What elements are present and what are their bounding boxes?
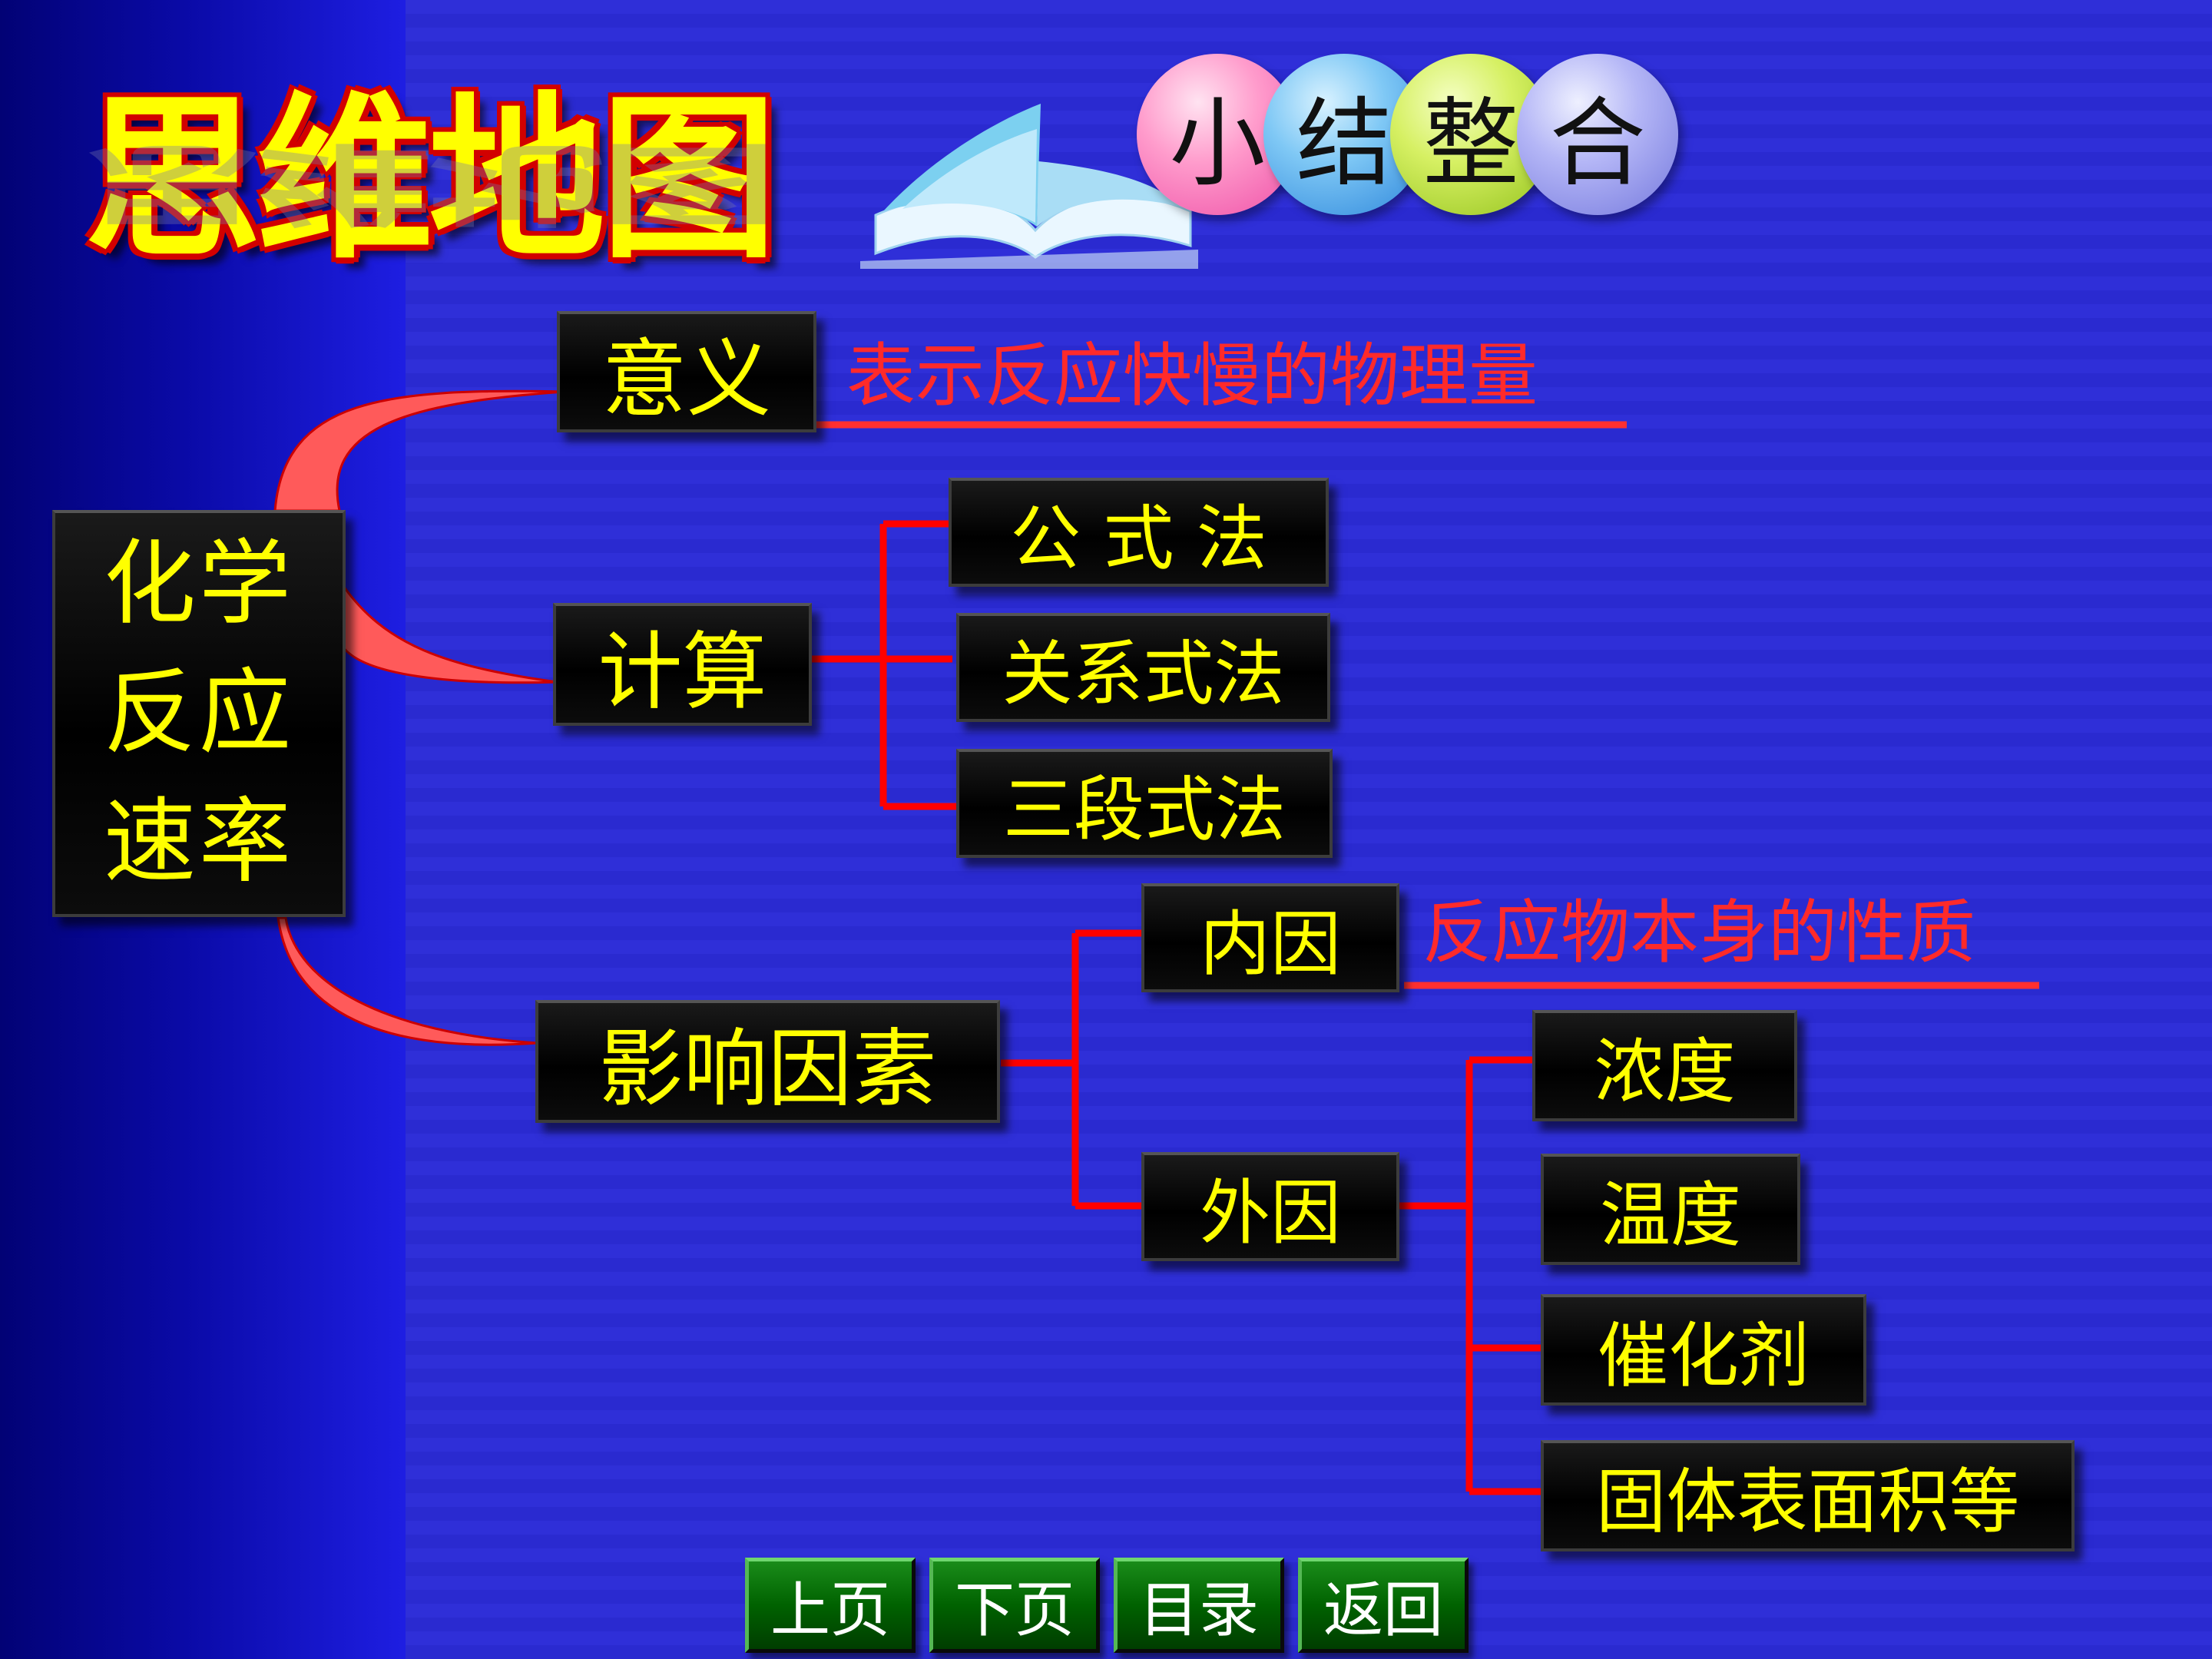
summary-badge: 小 结 整 合	[1137, 54, 1678, 223]
curve-root-to-calculation	[340, 580, 558, 684]
node-external-factor: 催化剂	[1541, 1294, 1866, 1406]
open-book-icon	[860, 104, 1198, 269]
node-external-factor: 固体表面积等	[1541, 1440, 2075, 1551]
contents-button[interactable]: 目录	[1114, 1558, 1284, 1653]
node-internal: 内因	[1141, 883, 1399, 992]
badge-ball: 合	[1517, 54, 1678, 215]
node-external-factor: 温度	[1541, 1154, 1800, 1265]
node-calc-method: 三段式法	[956, 749, 1333, 858]
node-calculation: 计算	[553, 603, 812, 726]
badge-ball: 整	[1390, 54, 1551, 215]
node-meaning: 意义	[557, 311, 816, 432]
curve-root-to-factors	[276, 916, 538, 1046]
node-external: 外因	[1141, 1152, 1399, 1261]
node-calc-method: 关系式法	[956, 613, 1330, 722]
node-external-factor: 浓度	[1532, 1010, 1797, 1121]
page-title: 思维地图	[84, 78, 777, 283]
meaning-description: 表示反应快慢的物理量	[846, 336, 1538, 416]
next-page-button[interactable]: 下页	[929, 1558, 1100, 1653]
page-title-reflection: 思维地图	[84, 131, 773, 234]
node-calc-method: 公 式 法	[949, 478, 1329, 587]
root-node: 化学反应速率	[52, 510, 346, 917]
return-button[interactable]: 返回	[1298, 1558, 1469, 1653]
node-factors: 影响因素	[535, 1000, 1000, 1123]
internal-description: 反应物本身的性质	[1422, 892, 1975, 973]
curve-root-to-meaning	[273, 389, 565, 512]
prev-page-button[interactable]: 上页	[745, 1558, 916, 1653]
